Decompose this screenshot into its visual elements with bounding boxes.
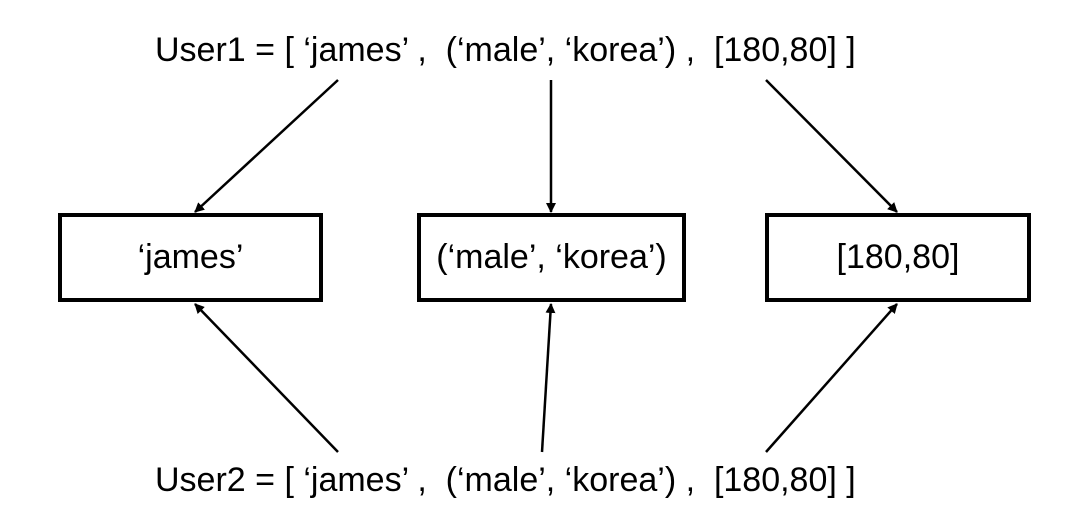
arrow-user2-to-tuple bbox=[540, 303, 556, 453]
object-label-james: ‘james’ bbox=[137, 238, 244, 276]
object-box-tuple: (‘male’, ‘korea’) bbox=[417, 213, 686, 302]
object-box-james: ‘james’ bbox=[58, 213, 323, 302]
user2-statement: User2 = [ ‘james’ , (‘male’, ‘korea’) , … bbox=[155, 461, 856, 499]
arrow-user1-to-list bbox=[765, 79, 898, 213]
object-label-list: [180,80] bbox=[836, 238, 960, 276]
arrow-user1-to-james bbox=[194, 79, 339, 213]
object-label-tuple: (‘male’, ‘korea’) bbox=[436, 238, 667, 276]
arrow-user2-to-list bbox=[765, 303, 898, 453]
arrow-user2-to-james bbox=[194, 303, 339, 453]
user1-statement: User1 = [ ‘james’ , (‘male’, ‘korea’) , … bbox=[155, 31, 856, 69]
object-box-list: [180,80] bbox=[765, 213, 1031, 302]
